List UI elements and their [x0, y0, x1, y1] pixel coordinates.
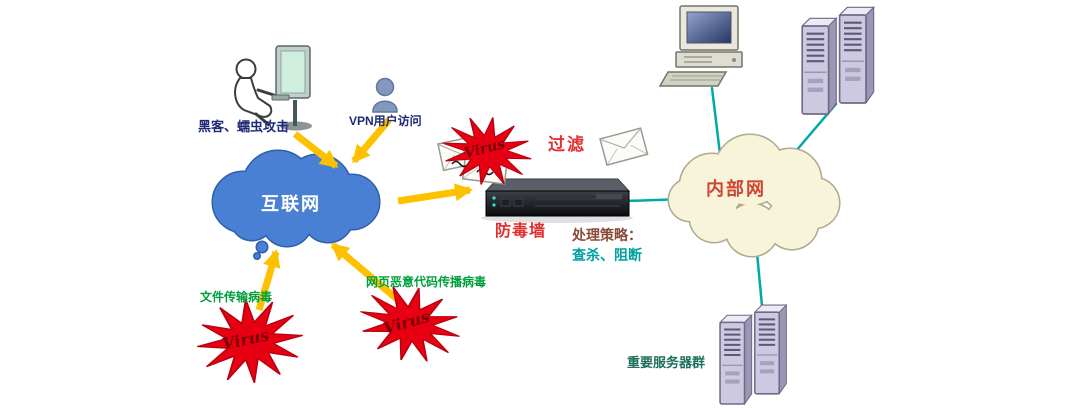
hacker-label: 黑客、蠕虫攻击 [198, 119, 290, 134]
hacker-icon [234, 45, 312, 131]
server-towers-icon [802, 7, 874, 114]
firewall-device-icon [481, 178, 633, 223]
policy-actions-label: 查杀、阻断 [572, 247, 642, 263]
arrow-webvirus-internet [330, 242, 400, 302]
server-group-label: 重要服务器群 [627, 355, 706, 370]
attack-arrows [255, 117, 473, 311]
intranet-label: 内部网 [706, 179, 766, 199]
arrow-hacker-internet [292, 131, 339, 169]
arrow-vpn-internet [351, 117, 392, 164]
arrow-filevirus-internet [255, 249, 281, 311]
internet-label: 互联网 [261, 194, 321, 214]
web-virus-label: 网页恶意代码传播病毒 [366, 275, 487, 289]
server-group-icon [720, 305, 786, 404]
filter-label: 过滤 [548, 135, 586, 154]
clean-envelope-icon [599, 127, 649, 166]
desktop-pc-icon [658, 5, 743, 87]
policy-title-label: 处理策略： [572, 227, 642, 243]
file-virus-label: 文件传输病毒 [200, 290, 273, 304]
intranet-cloud-icon [667, 133, 841, 258]
firewall-label: 防毒墙 [495, 223, 547, 240]
vpn-user-label: VPN用户访问 [349, 114, 422, 128]
vpn-user-icon [372, 77, 398, 113]
arrow-internet-firewall [397, 183, 473, 205]
link-intranet-pc [710, 86, 722, 156]
